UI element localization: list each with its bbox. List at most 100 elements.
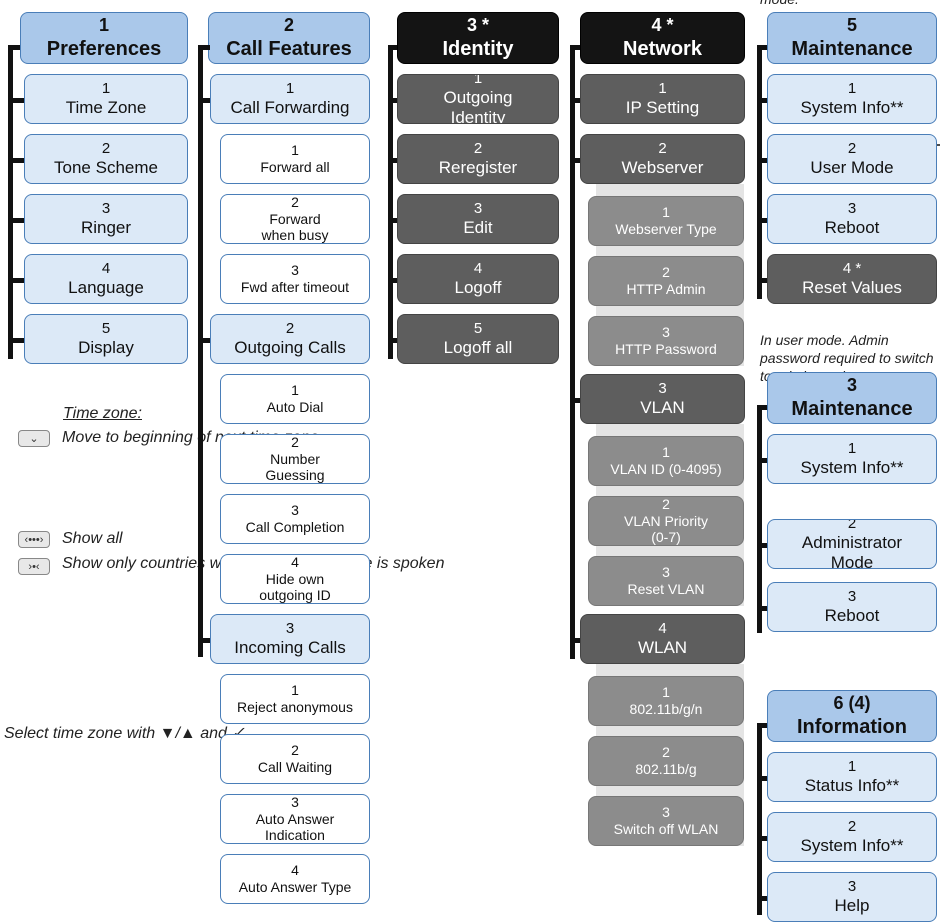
menu-maintenance-label: Maintenance	[791, 37, 913, 60]
menu-information[interactable]: 6 (4)Information	[767, 690, 937, 742]
menu-item-system-info-number: 1	[847, 79, 857, 97]
menu-item-call-forwarding-label: Call Forwarding	[230, 97, 350, 117]
submenu-item-reset-vlan-label: Reset VLAN	[627, 581, 705, 597]
menu-item-user-mode-label: User Mode	[810, 157, 894, 177]
submenu-item-vlan-id-0-4095-label: VLAN ID (0-4095)	[610, 461, 722, 477]
connector-bus	[570, 47, 575, 659]
menu-item-wlan-label: WLAN	[637, 637, 688, 657]
connector-branch	[757, 158, 769, 163]
menu-identity[interactable]: 3 *Identity	[397, 12, 559, 64]
menu-network-number: 4 *	[651, 15, 674, 36]
menu-item-display-label: Display	[78, 337, 134, 357]
submenu-item-call-completion-label: Call Completion	[245, 519, 345, 535]
menu-network[interactable]: 4 *Network	[580, 12, 745, 64]
connector-branch	[570, 45, 582, 50]
menu-item-help-info-number: 3	[847, 877, 857, 895]
submenu-item-webserver-type-number: 1	[662, 204, 670, 221]
submenu-item-vlan-priority-0-7-label: VLAN Priority (0-7)	[623, 512, 709, 546]
menu-item-logoff-label: Logoff	[454, 277, 502, 297]
connector-bus	[757, 47, 762, 299]
connector-branch	[388, 98, 400, 103]
connector-branch	[198, 338, 210, 343]
menu-item-time-zone-number: 1	[101, 79, 111, 97]
menu-item-ip-setting-label: IP Setting	[625, 97, 700, 117]
connector-branch	[757, 836, 769, 841]
top-note: mode.	[760, 0, 799, 8]
menu-item-status-info-info-number: 1	[847, 757, 857, 775]
submenu-item-802-11b-g-n-number: 1	[662, 684, 670, 701]
menu-item-time-zone-label: Time Zone	[65, 97, 147, 117]
submenu-item-switch-off-wlan-number: 3	[662, 804, 670, 821]
submenu-item-802-11b-g-n-label: 802.11b/g/n	[629, 701, 703, 717]
collapse-key-icon: ›•‹	[18, 558, 50, 575]
submenu-item-forward-when-busy-number: 2	[291, 194, 299, 210]
menu-item-ringer-label: Ringer	[80, 217, 132, 237]
connector-branch	[388, 45, 400, 50]
select-time-zone-note: Select time zone with ▼/▲ and ✓	[4, 725, 245, 742]
menu-item-webserver-label: Webserver	[621, 157, 704, 177]
connector-branch	[198, 98, 210, 103]
connector-branch	[570, 398, 582, 403]
submenu-item-number-guessing-label: Number Guessing	[265, 450, 325, 484]
connector-branch	[12, 158, 24, 163]
menu-item-display-number: 5	[101, 319, 111, 337]
submenu-item-auto-dial-number: 1	[291, 382, 299, 399]
menu-item-reboot-label: Reboot	[824, 217, 880, 237]
connector-branch	[12, 278, 24, 283]
submenu-item-auto-dial-label: Auto Dial	[266, 399, 324, 415]
submenu-item-auto-answer-type-number: 4	[291, 862, 299, 879]
menu-item-edit-number: 3	[473, 199, 483, 217]
menu-item-reset-values[interactable]: 4 *Reset Values	[767, 254, 937, 304]
